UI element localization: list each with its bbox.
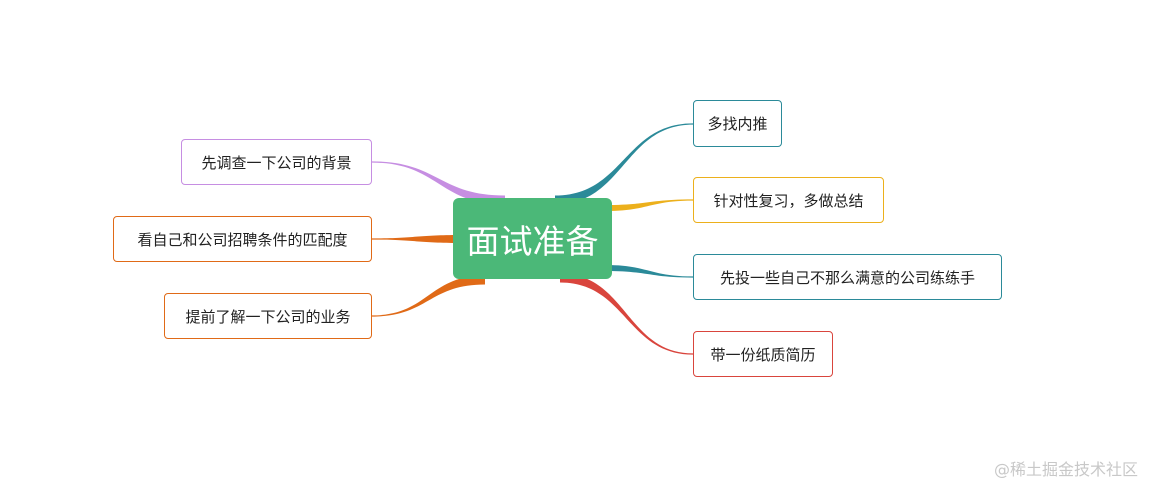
branch-company-business	[372, 275, 485, 317]
branch-referral	[555, 123, 693, 205]
node-targeted-review[interactable]: 针对性复习，多做总结	[693, 177, 884, 223]
branch-job-match	[372, 235, 460, 243]
node-company-business[interactable]: 提前了解一下公司的业务	[164, 293, 372, 339]
node-referral[interactable]: 多找内推	[693, 100, 782, 147]
branch-practice-interviews	[605, 265, 693, 278]
node-paper-resume[interactable]: 带一份纸质简历	[693, 331, 833, 377]
node-job-match[interactable]: 看自己和公司招聘条件的匹配度	[113, 216, 372, 262]
branch-targeted-review	[605, 199, 693, 211]
branch-connectors	[372, 123, 693, 355]
node-company-background[interactable]: 先调查一下公司的背景	[181, 139, 372, 185]
node-practice-interviews[interactable]: 先投一些自己不那么满意的公司练练手	[693, 254, 1002, 300]
branch-paper-resume	[560, 273, 693, 355]
branch-company-background	[372, 161, 505, 205]
root-node[interactable]: 面试准备	[453, 198, 612, 279]
watermark: @稀土掘金技术社区	[993, 460, 1138, 479]
